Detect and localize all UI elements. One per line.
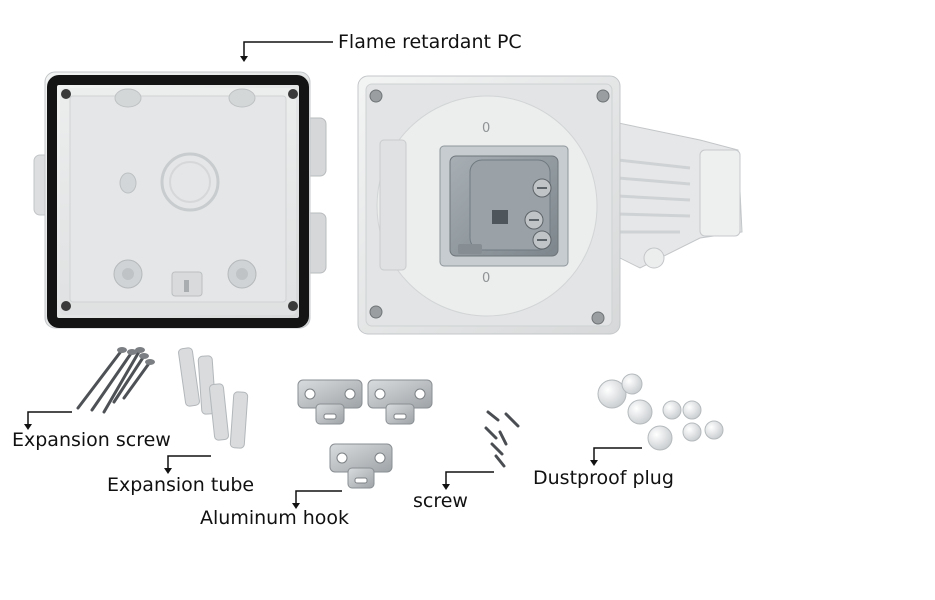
label-expansion-screw: Expansion screw [12, 429, 171, 451]
leader-lines [27, 41, 642, 505]
arrow-down-icon [24, 56, 598, 509]
corner-screw-icon [369, 89, 610, 325]
label-aluminum-hook: Aluminum hook [200, 507, 350, 529]
socket-box: 0 0 [357, 75, 743, 335]
label-flame-retardant-pc: Flame retardant PC [338, 31, 522, 53]
label-expansion-tube: Expansion tube [107, 474, 255, 496]
expansion-screw-group [76, 348, 152, 414]
svg-text:0: 0 [482, 271, 490, 286]
label-dustproof-plug: Dustproof plug [533, 467, 674, 489]
label-screw: screw [413, 490, 468, 512]
small-screw-group [484, 410, 520, 468]
svg-text:0: 0 [482, 121, 490, 136]
expansion-tube-group [178, 347, 249, 449]
junction-box-open [33, 71, 327, 329]
aluminum-hook-group [297, 379, 433, 489]
dustproof-plug-group [597, 373, 724, 451]
